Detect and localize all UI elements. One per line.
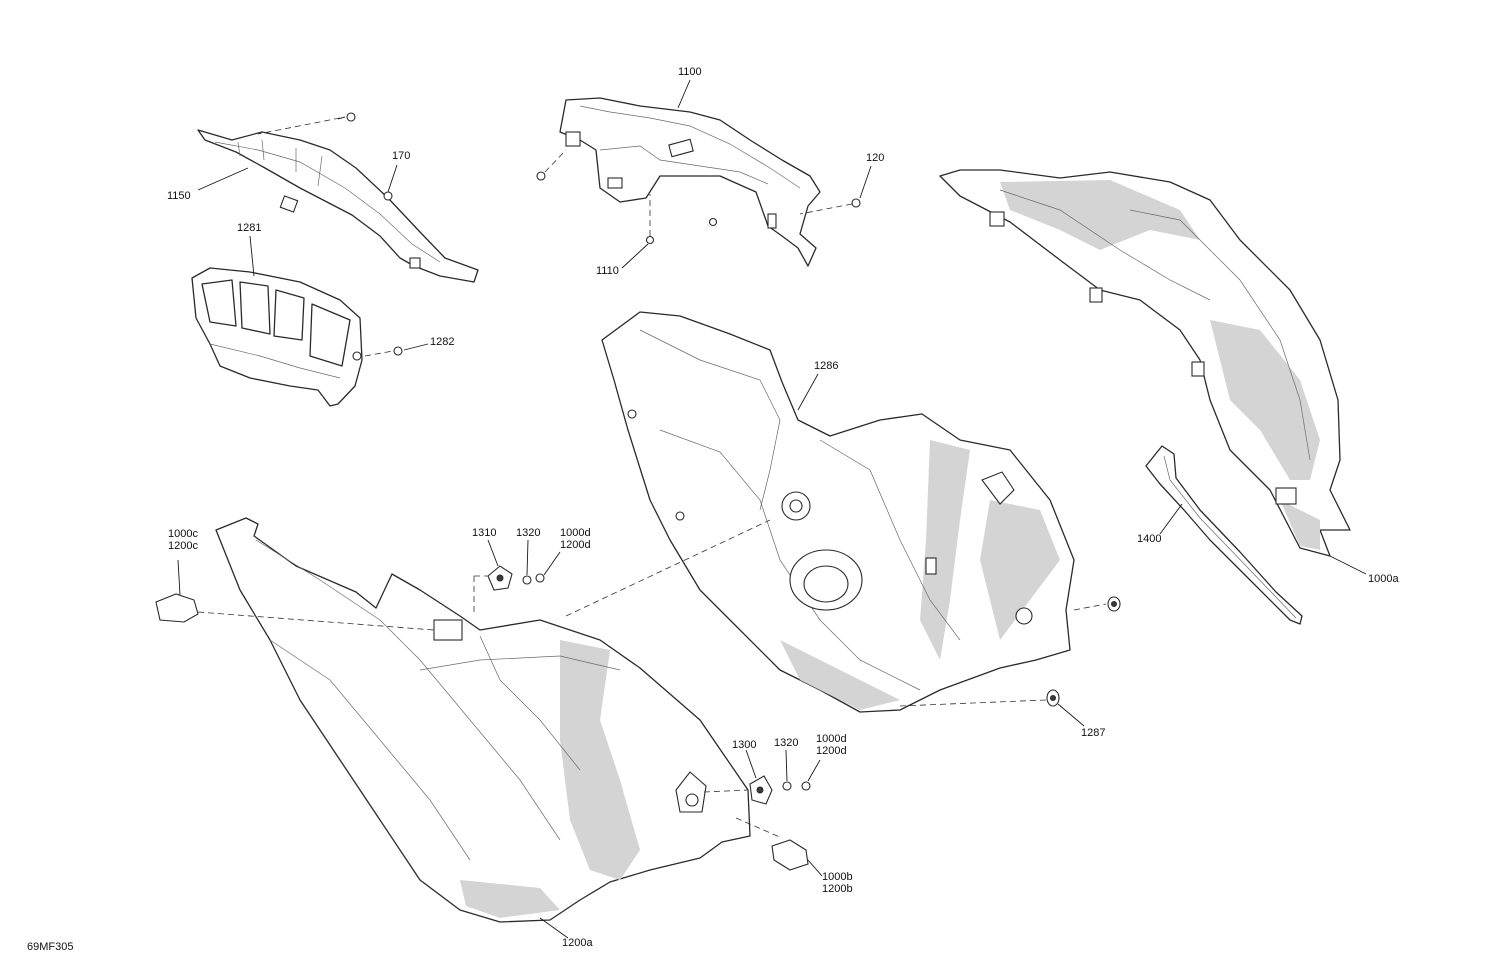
label-1200b: 1200b (822, 883, 853, 895)
label-1282: 1282 (430, 336, 454, 348)
screw-170[interactable] (383, 164, 398, 201)
label-1320-top: 1320 (516, 527, 540, 539)
label-1286: 1286 (814, 360, 838, 372)
label-1000d-bottom: 1000d (816, 733, 847, 745)
label-1200c: 1200c (168, 540, 198, 552)
label-1100: 1100 (678, 66, 702, 78)
label-1000a: 1000a (1368, 573, 1399, 585)
rivet-1110[interactable] (645, 194, 718, 245)
label-1000c: 1000c (168, 528, 198, 540)
part-1281-vent-grille[interactable] (191, 267, 363, 407)
fastener-1287[interactable] (899, 689, 1060, 707)
part-1200a-lower-panel[interactable] (215, 517, 751, 923)
part-1300-grommet[interactable] (703, 775, 773, 805)
part-1150-bracket[interactable] (197, 129, 479, 283)
drawing-reference: 69MF305 (27, 941, 73, 953)
nut-1000d-top[interactable] (535, 573, 545, 583)
label-1281: 1281 (237, 222, 261, 234)
washer-1320-top[interactable] (522, 575, 532, 585)
label-1200a: 1200a (562, 937, 593, 949)
washer-1320-bottom[interactable] (782, 781, 792, 791)
label-1150: 1150 (167, 190, 191, 202)
label-170: 170 (392, 150, 410, 162)
screw-1100-left[interactable] (536, 149, 567, 181)
part-1000a-right-panel[interactable] (939, 169, 1367, 575)
leader-lines (197, 79, 1183, 939)
label-1200d-top: 1200d (560, 539, 591, 551)
screw-top-left[interactable] (257, 112, 356, 135)
part-1310-grommet[interactable] (473, 565, 513, 616)
part-1000c-clip[interactable] (155, 559, 435, 631)
part-1400-rail[interactable] (1145, 445, 1303, 625)
label-1310: 1310 (472, 527, 496, 539)
nut-1000d-bottom[interactable] (801, 781, 811, 791)
label-1200d-bottom: 1200d (816, 745, 847, 757)
label-1300: 1300 (732, 739, 756, 751)
label-1110: 1110 (596, 265, 619, 277)
part-1000b-clip[interactable] (735, 817, 809, 871)
label-1000b: 1000b (822, 871, 853, 883)
label-1320-bottom: 1320 (774, 737, 798, 749)
part-1286-center-body[interactable] (601, 311, 1075, 713)
label-120: 120 (866, 152, 884, 164)
fastener-1282[interactable] (364, 346, 403, 357)
label-1400: 1400 (1137, 533, 1161, 545)
screw-120[interactable] (799, 198, 861, 215)
fastener-1286-right[interactable] (1073, 596, 1121, 612)
label-1000d-top: 1000d (560, 527, 591, 539)
label-1287: 1287 (1081, 727, 1105, 739)
part-1100-upper-console[interactable] (559, 97, 821, 267)
